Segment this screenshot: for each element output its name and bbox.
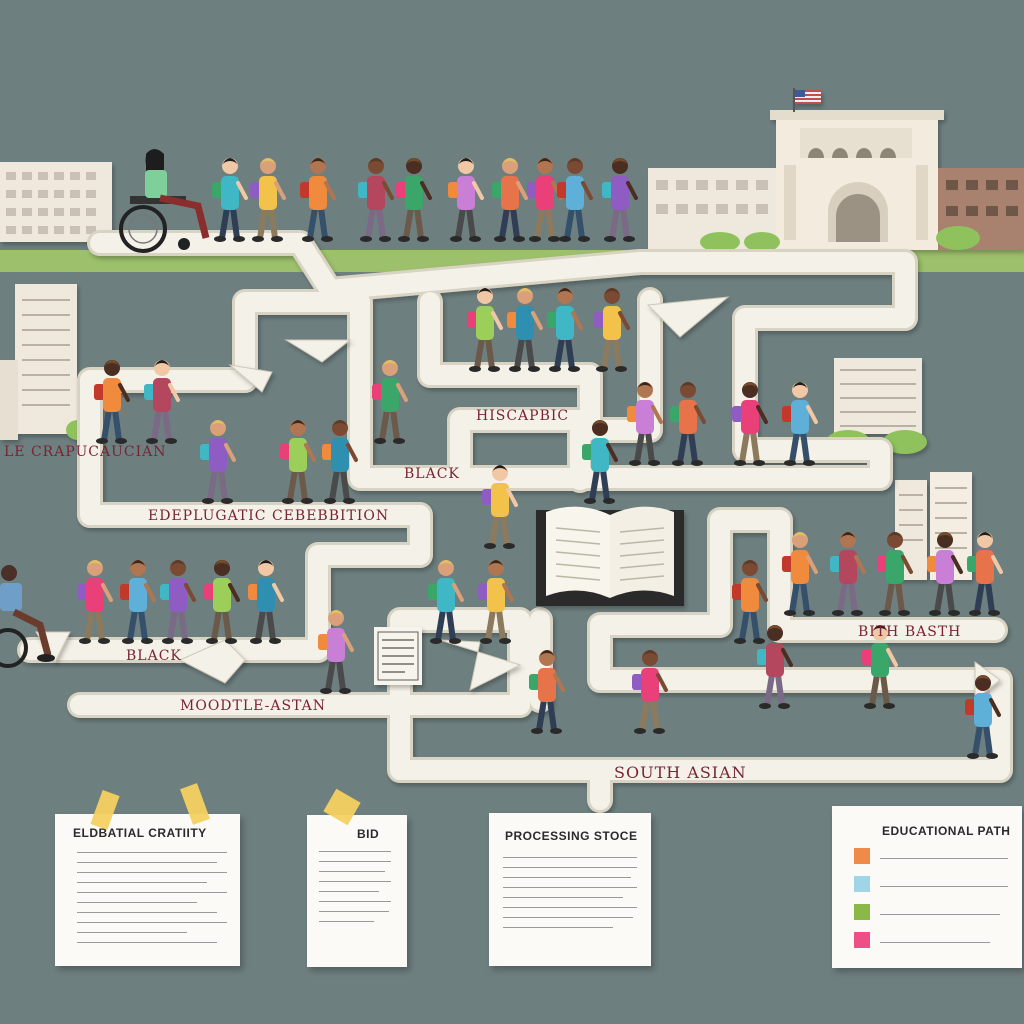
student-figure bbox=[200, 420, 236, 504]
path-label-edeplugatic: EDEPLUGATIC CEBEBBITION bbox=[148, 508, 390, 524]
student-figure bbox=[782, 382, 818, 466]
student-figure bbox=[160, 560, 196, 644]
student-figure bbox=[482, 465, 518, 549]
building-left-mid bbox=[0, 284, 90, 440]
student-figure bbox=[927, 532, 963, 616]
student-figure bbox=[507, 288, 543, 372]
note-title-2: BID bbox=[357, 827, 380, 841]
student-figure bbox=[732, 382, 768, 466]
legend-title: EDUCATIONAL PATH bbox=[882, 824, 1011, 838]
note-card-2: BID bbox=[307, 815, 407, 967]
building-top-left bbox=[0, 162, 112, 242]
legend-card: EDUCATIONAL PATH bbox=[832, 806, 1022, 968]
student-figure bbox=[318, 610, 354, 694]
student-figure bbox=[467, 288, 503, 372]
wheelchair-icon bbox=[119, 149, 210, 253]
student-figure bbox=[396, 158, 432, 242]
student-figure bbox=[448, 158, 484, 242]
student-figure bbox=[527, 158, 563, 242]
student-figure bbox=[428, 560, 464, 644]
legend-swatch-orange bbox=[854, 848, 870, 864]
student-figure bbox=[248, 560, 284, 644]
student-figure bbox=[212, 158, 248, 242]
student-figure bbox=[632, 650, 668, 734]
student-figure bbox=[280, 420, 316, 504]
path-label-caucasian: LE CRAPUCAUCIAN bbox=[4, 444, 167, 460]
student-figure bbox=[94, 360, 130, 444]
student-figure bbox=[144, 360, 180, 444]
path-label-black-bottom: BLACK bbox=[126, 648, 182, 664]
student-figure bbox=[204, 560, 240, 644]
note-title-3: PROCESSING STOCE bbox=[505, 829, 638, 843]
legend-swatch-green bbox=[854, 904, 870, 920]
path-label-hispanic: HISCAPBIC bbox=[476, 408, 570, 424]
student-figure bbox=[757, 625, 793, 709]
student-figure bbox=[120, 560, 156, 644]
student-figure bbox=[602, 158, 638, 242]
student-figure bbox=[582, 420, 618, 504]
path-label-south-asian: SOUTH ASIAN bbox=[614, 763, 747, 782]
legend-swatch-lightblue bbox=[854, 876, 870, 892]
document-icon bbox=[374, 627, 422, 685]
people-crowd bbox=[77, 158, 1003, 759]
student-figure bbox=[830, 532, 866, 616]
student-figure bbox=[372, 360, 408, 444]
note-title-1: ELDBATIAL CRATIITY bbox=[73, 826, 207, 840]
student-figure bbox=[670, 382, 706, 466]
student-figure bbox=[877, 532, 913, 616]
student-figure bbox=[322, 420, 358, 504]
note-card-1: ELDBATIAL CRATIITY bbox=[55, 814, 240, 966]
legend-swatch-pink bbox=[854, 932, 870, 948]
student-figure bbox=[492, 158, 528, 242]
student-figure bbox=[732, 560, 768, 644]
student-figure bbox=[478, 560, 514, 644]
student-figure bbox=[965, 675, 1001, 759]
student-figure bbox=[782, 532, 818, 616]
student-figure bbox=[967, 532, 1003, 616]
open-book-icon bbox=[536, 506, 684, 606]
student-figure bbox=[862, 625, 898, 709]
wheelchair-icon-2 bbox=[0, 565, 55, 668]
student-figure bbox=[529, 650, 565, 734]
student-figure bbox=[627, 382, 663, 466]
student-figure bbox=[557, 158, 593, 242]
note-card-3: PROCESSING STOCE bbox=[489, 813, 651, 966]
student-figure bbox=[358, 158, 394, 242]
student-figure bbox=[300, 158, 336, 242]
path-label-black-top: BLACK bbox=[404, 466, 460, 482]
student-figure bbox=[250, 158, 286, 242]
student-figure bbox=[547, 288, 583, 372]
student-figure bbox=[594, 288, 630, 372]
university-campus bbox=[648, 88, 1024, 252]
path-label-middle-asian: MOODTLE-ASTAN bbox=[180, 698, 326, 714]
path-label-bith-basth: BITH BASTH bbox=[858, 624, 962, 640]
student-figure bbox=[77, 560, 113, 644]
flag-icon bbox=[795, 90, 821, 104]
